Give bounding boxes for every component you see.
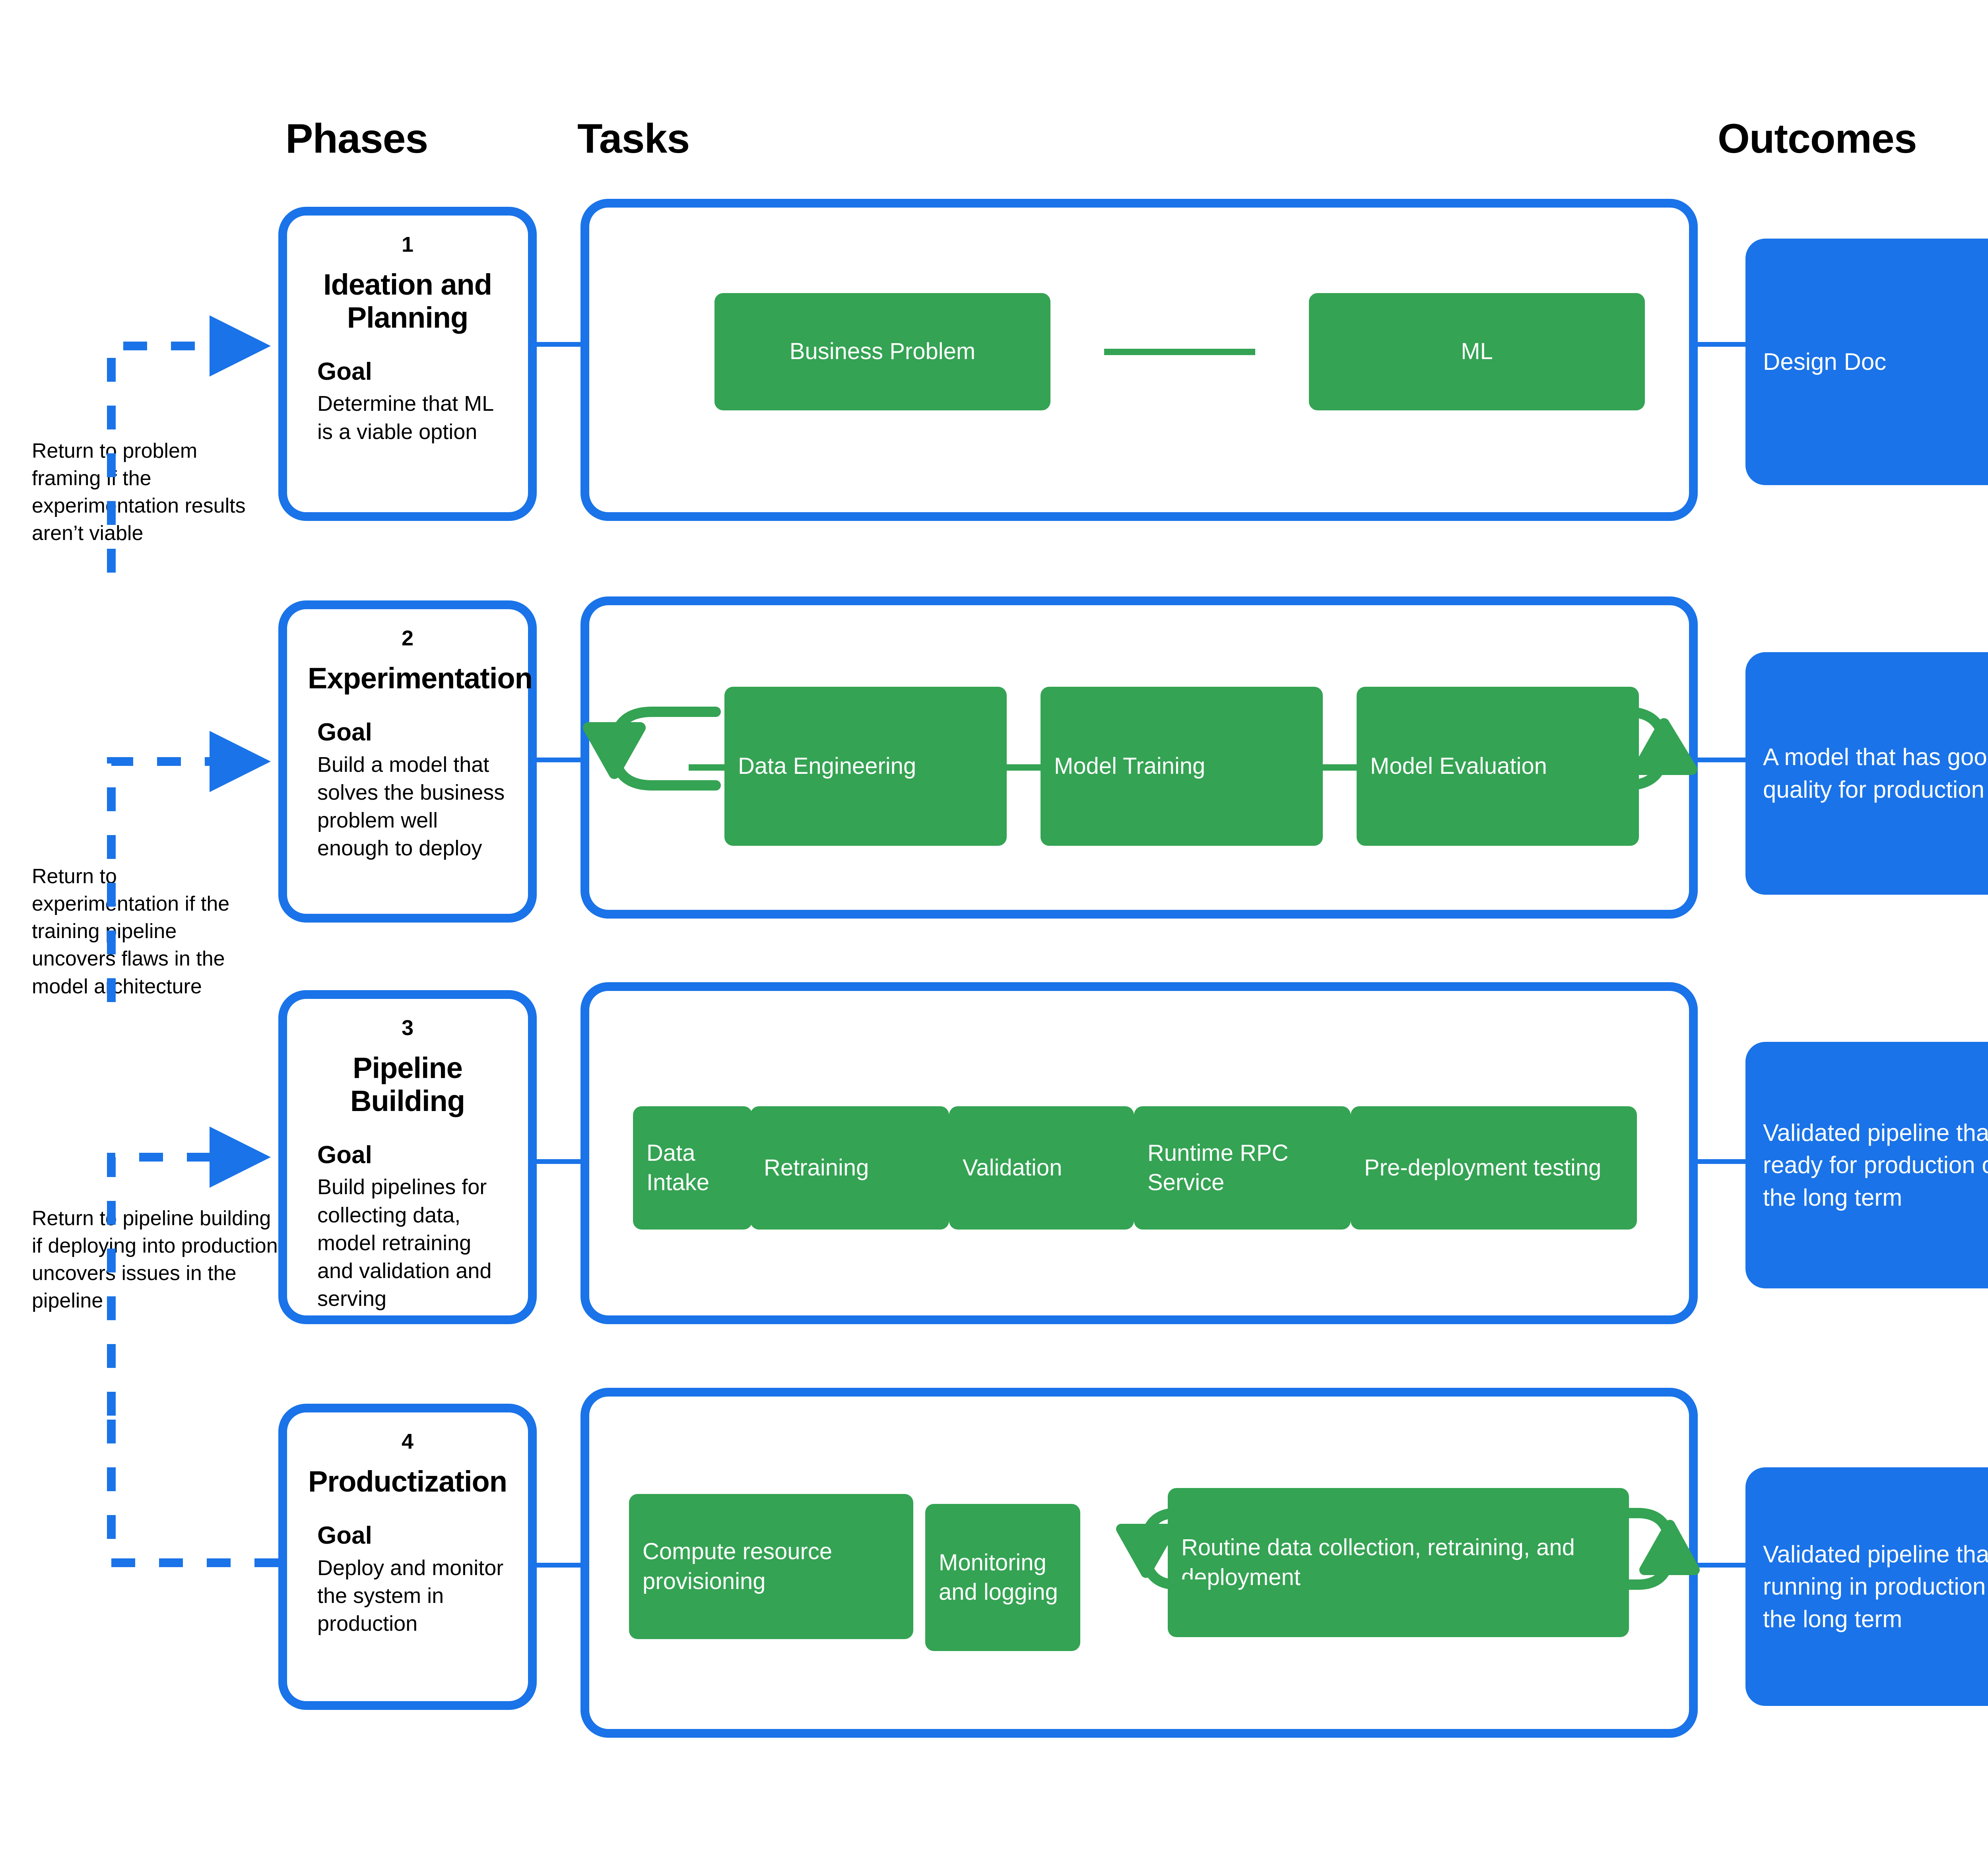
task-box-data-intake[interactable]: Data Intake bbox=[633, 1106, 752, 1230]
connector-tasks2-to-outcome2 bbox=[1698, 758, 1745, 762]
column-header-tasks: Tasks bbox=[577, 116, 690, 162]
outcome-text-3: Validated pipeline that’s ready for prod… bbox=[1763, 1119, 1988, 1211]
task-box-monitoring-and-logging[interactable]: Monitoring and logging bbox=[925, 1504, 1080, 1651]
phase-card-1[interactable]: 1 Ideation and Planning Goal Determine t… bbox=[278, 207, 537, 521]
column-header-outcomes: Outcomes bbox=[1718, 116, 1917, 162]
outcome-text-1: Design Doc bbox=[1763, 348, 1887, 375]
phase-number-4: 4 bbox=[401, 1430, 414, 1453]
goal-label-2: Goal bbox=[317, 719, 372, 746]
connector-phase4-to-tasks4 bbox=[537, 1563, 580, 1568]
tasks-container-2: Data Engineering Model Training Model Ev… bbox=[580, 596, 1698, 919]
phase-card-2[interactable]: 2 Experimentation Goal Build a model tha… bbox=[278, 600, 537, 923]
goal-text-2: Build a model that solves the business p… bbox=[317, 752, 505, 861]
goal-label-1: Goal bbox=[317, 358, 372, 386]
task-connector-1-1 bbox=[1104, 349, 1255, 355]
task-box-model-evaluation[interactable]: Model Evaluation bbox=[1357, 687, 1639, 846]
phase-card-3[interactable]: 3 Pipeline Building Goal Build pipelines… bbox=[278, 990, 537, 1324]
connector-phase2-to-tasks2 bbox=[537, 758, 580, 762]
task-connector-2-0 bbox=[689, 764, 724, 771]
connector-phase1-to-tasks1 bbox=[537, 342, 580, 347]
phase-goal-1: Goal Determine that ML is a viable optio… bbox=[308, 357, 507, 446]
phase-title-4: Productization bbox=[308, 1465, 507, 1498]
tasks-container-1: Business Problem ML bbox=[580, 199, 1698, 521]
task-connector-2-2 bbox=[1323, 764, 1357, 771]
annotation-return-to-experimentation: Return to experimentation if the trainin… bbox=[32, 865, 230, 998]
connector-tasks3-to-outcome3 bbox=[1698, 1159, 1745, 1164]
task-box-retraining[interactable]: Retraining bbox=[750, 1106, 949, 1230]
annotation-return-to-problem-framing: Return to problem framing if the experim… bbox=[32, 439, 246, 545]
goal-label-3: Goal bbox=[317, 1141, 372, 1169]
connector-tasks1-to-outcome1 bbox=[1698, 342, 1745, 347]
phase-card-4[interactable]: 4 Productization Goal Deploy and monitor… bbox=[278, 1404, 537, 1710]
connector-phase3-to-tasks3 bbox=[537, 1159, 580, 1164]
task-box-runtime-rpc-service[interactable]: Runtime RPC Service bbox=[1134, 1106, 1351, 1230]
task-box-compute-resource-provisioning[interactable]: Compute resource provisioning bbox=[629, 1494, 913, 1639]
outcome-text-4: Validated pipeline that’s running in pro… bbox=[1763, 1540, 1988, 1632]
task-box-ml[interactable]: ML bbox=[1309, 293, 1645, 410]
task-connector-2-1 bbox=[1007, 764, 1041, 771]
phase-number-3: 3 bbox=[401, 1016, 414, 1040]
goal-text-1: Determine that ML is a viable option bbox=[317, 392, 493, 444]
goal-text-3: Build pipelines for collecting data, mod… bbox=[317, 1175, 492, 1311]
phase-number-2: 2 bbox=[401, 626, 414, 650]
outcome-box-2[interactable]: A model that has good quality for produc… bbox=[1745, 652, 1988, 895]
goal-label-4: Goal bbox=[317, 1522, 372, 1550]
outcome-text-2: A model that has good quality for produc… bbox=[1763, 744, 1988, 803]
tasks-container-3: Data Intake Retraining Validation Runtim… bbox=[580, 982, 1698, 1324]
goal-text-4: Deploy and monitor the system in product… bbox=[317, 1556, 504, 1636]
column-header-phases: Phases bbox=[285, 116, 428, 162]
feedback-trunk-left bbox=[107, 1416, 278, 1567]
task-connector-2-3 bbox=[1639, 764, 1675, 771]
phase-goal-2: Goal Build a model that solves the busin… bbox=[308, 718, 507, 862]
phase-title-1: Ideation and Planning bbox=[323, 268, 492, 334]
outcome-box-3[interactable]: Validated pipeline that’s ready for prod… bbox=[1745, 1042, 1988, 1288]
task-box-business-problem[interactable]: Business Problem bbox=[714, 293, 1050, 410]
outcome-box-1[interactable]: Design Doc bbox=[1745, 239, 1988, 485]
task-box-model-training[interactable]: Model Training bbox=[1041, 687, 1323, 846]
tasks-container-4: Compute resource provisioning Monitoring… bbox=[580, 1388, 1698, 1738]
connector-tasks4-to-outcome4 bbox=[1698, 1563, 1745, 1568]
annotation-return-to-pipeline-building: Return to pipeline building if deploying… bbox=[32, 1207, 278, 1313]
phase-number-1: 1 bbox=[401, 233, 414, 256]
phase-goal-3: Goal Build pipelines for collecting data… bbox=[308, 1141, 507, 1313]
phase-title-3: Pipeline Building bbox=[350, 1051, 465, 1118]
phase-goal-4: Goal Deploy and monitor the system in pr… bbox=[308, 1521, 507, 1638]
phase-title-2: Experimentation bbox=[308, 662, 533, 695]
task-box-routine-data-collection[interactable]: Routine data collection, retraining, and… bbox=[1168, 1488, 1629, 1637]
task-box-data-engineering[interactable]: Data Engineering bbox=[724, 687, 1007, 846]
task-box-validation[interactable]: Validation bbox=[949, 1106, 1134, 1230]
outcome-box-4[interactable]: Validated pipeline that’s running in pro… bbox=[1745, 1467, 1988, 1706]
task-box-pre-deployment-testing[interactable]: Pre-deployment testing bbox=[1351, 1106, 1637, 1230]
